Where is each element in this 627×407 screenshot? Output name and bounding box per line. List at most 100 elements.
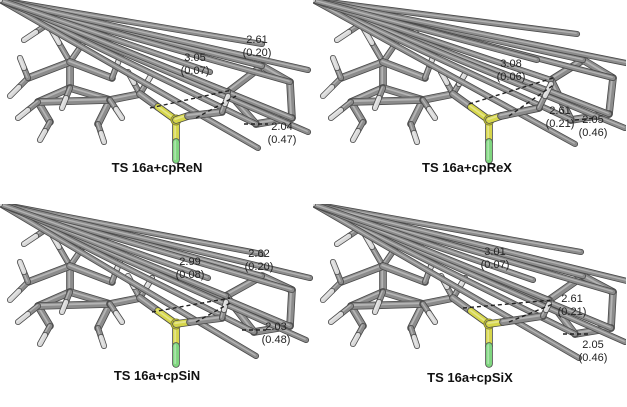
- bond-order: (0.21): [557, 306, 587, 318]
- ts-panel: 3.01(0.07)2.61(0.21)2.05(0.46)TS 16a+cpS…: [313, 204, 626, 407]
- forming-bond: [508, 303, 554, 323]
- c-c-bond: [66, 58, 116, 82]
- bond-order: (0.47): [267, 134, 297, 146]
- ts-panel: 3.08(0.06)2.61(0.21)2.05(0.46)TS 16a+cpR…: [313, 0, 626, 203]
- c-c-bond: [337, 58, 387, 82]
- bond-order: (0.20): [244, 261, 274, 273]
- c-h-bond: [313, 0, 575, 124]
- ring-bond: [286, 78, 296, 122]
- bond-order: (0.21): [545, 118, 575, 130]
- bond-distance-label: 2.05(0.46): [579, 114, 608, 140]
- molecule: [313, 0, 626, 164]
- hydrogen-atom: [410, 333, 421, 350]
- fluorine-atom: [172, 342, 180, 368]
- hydrogen-atom: [319, 287, 336, 304]
- hydrogen-atom: [425, 105, 439, 122]
- hydrogen-atom: [541, 80, 555, 100]
- bond-distance: 3.08: [500, 58, 522, 70]
- hydrogen-atom: [6, 83, 23, 100]
- hydrogen-atom: [112, 105, 126, 122]
- bond-distance: 2.61: [549, 105, 571, 117]
- bond-distance: 2.03: [265, 321, 287, 333]
- hydrogen-atom: [329, 258, 341, 276]
- c-h-bond: [0, 0, 262, 152]
- bond-distance: 3.05: [184, 52, 206, 64]
- c-h-bond: [0, 0, 312, 74]
- c-h-bond: [313, 204, 626, 284]
- hydrogen-atom: [327, 106, 345, 122]
- c-c-bond: [337, 262, 387, 286]
- hydrogen-atom: [371, 298, 383, 316]
- c-h-bond: [0, 204, 313, 282]
- c-h-bond: [0, 0, 214, 76]
- c-c-bond: [347, 300, 427, 310]
- bond-distance: 2.05: [582, 114, 604, 126]
- bond-order: (0.46): [578, 127, 608, 139]
- hydrogen-atom: [14, 106, 32, 122]
- hydrogen-atom: [333, 28, 353, 44]
- bond-distance: 2.62: [248, 248, 270, 260]
- bond-order: (0.08): [175, 269, 205, 281]
- bond-order: (0.48): [261, 334, 291, 346]
- c-c-bond: [106, 90, 144, 104]
- hydrogen-atom: [333, 232, 353, 248]
- hydrogen-atom: [16, 54, 28, 72]
- hydrogen-atom: [319, 83, 336, 100]
- panel-caption: TS 16a+cpReX: [422, 160, 512, 175]
- forming-bond: [462, 299, 554, 309]
- hydrogen-atom: [371, 94, 383, 112]
- bond-distance-label: 2.61(0.20): [243, 34, 272, 60]
- molecule: [0, 0, 312, 164]
- ts-panel: 2.99(0.08)2.62(0.20)2.03(0.48)TS 16a+cpS…: [0, 204, 313, 407]
- bond-order: (0.07): [480, 259, 510, 271]
- forming-bond: [151, 297, 231, 313]
- hydrogen-atom: [349, 331, 362, 348]
- c-c-bond: [186, 314, 226, 326]
- hydrogen-atom: [20, 28, 40, 44]
- bond-distance: 2.61: [561, 293, 583, 305]
- c-c-bond: [419, 294, 457, 308]
- bond-distance-label: 2.61(0.21): [546, 105, 575, 131]
- hydrogen-atom: [410, 129, 421, 146]
- bond-distance: 2.61: [246, 34, 268, 46]
- fluorine-atom: [172, 138, 180, 164]
- c-h-bond: [0, 204, 212, 282]
- bond-order: (0.06): [496, 71, 526, 83]
- forming-bond: [195, 95, 237, 119]
- hydrogen-atom: [36, 127, 49, 144]
- c-c-bond: [34, 96, 114, 106]
- hydrogen-atom: [58, 94, 70, 112]
- molecule-render: [0, 0, 312, 164]
- panel-caption: TS 16a+cpReN: [111, 160, 203, 175]
- bond-order: (0.20): [242, 47, 272, 59]
- hydrogen-atom: [20, 232, 40, 248]
- c-h-bond: [0, 0, 260, 128]
- c-c-bond: [24, 58, 74, 82]
- hydrogen-atom: [220, 298, 230, 314]
- ring-bond: [607, 288, 617, 332]
- c-h-bond: [313, 204, 583, 362]
- c-c-bond: [106, 294, 144, 308]
- bond-distance-label: 2.05(0.46): [579, 339, 608, 365]
- bond-distance: 2.04: [271, 121, 293, 133]
- bond-order: (0.46): [578, 352, 608, 364]
- c-c-bond: [347, 96, 427, 106]
- hydrogen-atom: [97, 333, 108, 350]
- hydrogen-atom: [6, 287, 23, 304]
- molecule-render: [0, 204, 313, 368]
- bond-distance-label: 2.03(0.48): [262, 321, 291, 347]
- hydrogen-atom: [36, 331, 49, 348]
- molecule: [0, 204, 313, 368]
- ring-bond: [286, 286, 296, 330]
- forming-bond: [508, 83, 556, 117]
- panel-caption: TS 16a+cpSiN: [113, 368, 201, 383]
- bond-distance-label: 3.05(0.07): [181, 52, 210, 78]
- c-c-bond: [379, 262, 429, 286]
- bond-distance-label: 2.61(0.21): [558, 293, 587, 319]
- hydrogen-atom: [14, 310, 32, 326]
- c-h-bond: [313, 204, 537, 284]
- bond-distance-label: 3.01(0.07): [481, 246, 510, 272]
- c-c-bond: [34, 300, 114, 310]
- forming-bond: [574, 117, 598, 121]
- bond-distance-label: 2.04(0.47): [268, 121, 297, 147]
